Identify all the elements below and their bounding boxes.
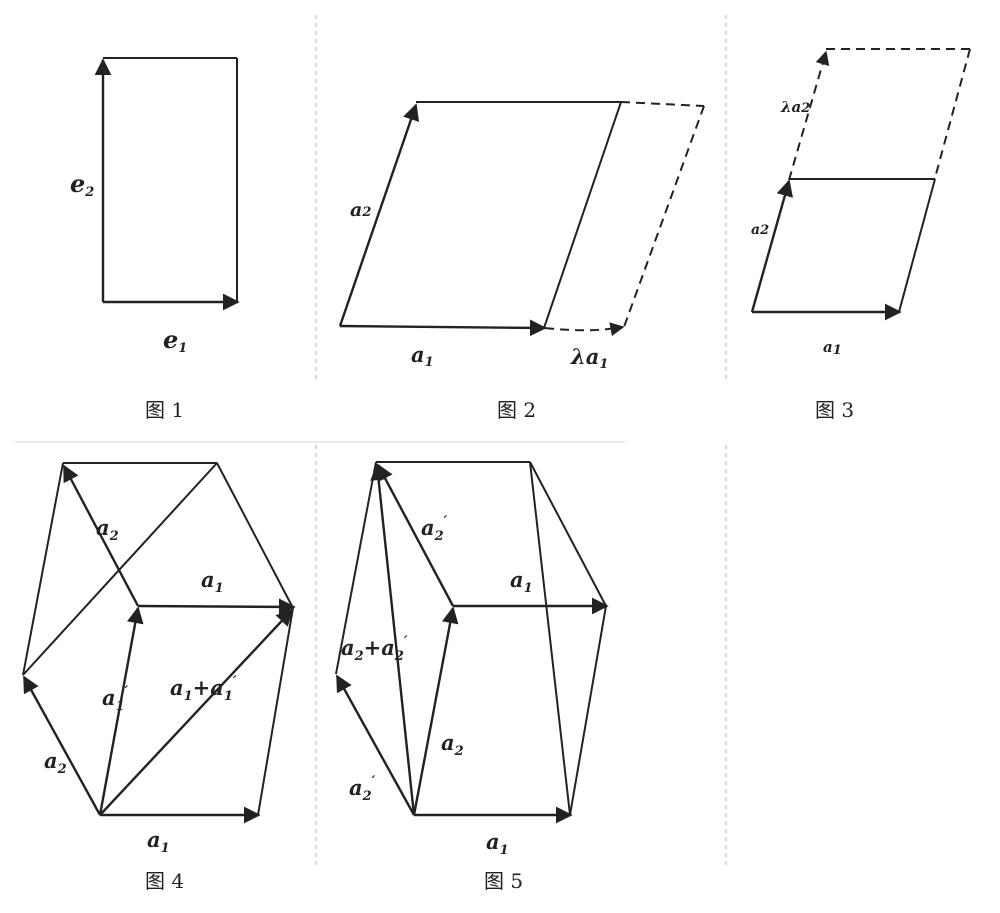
fig5-a2prime-top-label: a2′ <box>421 514 448 544</box>
fig4-diagonal <box>22 462 218 676</box>
fig4-a1prime-label: a1′ <box>102 684 129 714</box>
fig1-e2-label: e2 <box>70 169 94 200</box>
fig2-dashed-right <box>623 105 705 328</box>
figure-5: a2′ a1 a2+a2′ a2 a2′ a1 图 5 <box>335 461 609 893</box>
fig2-dashed-top <box>620 101 705 107</box>
fig4-caption: 图 4 <box>145 869 184 893</box>
fig4-a2-top-vector <box>62 464 140 607</box>
fig5-left-upper-edge <box>335 461 377 675</box>
fig2-a1-vector <box>339 319 547 337</box>
fig5-caption: 图 5 <box>484 869 523 893</box>
fig4-a2-left-label: a2 <box>44 748 67 777</box>
figure-2: a2 a1 λa1 图 2 <box>338 101 705 422</box>
fig3-la2-vector <box>788 50 830 181</box>
fig5-upper-right-edge <box>529 461 607 607</box>
fig5-sum-vector <box>370 463 416 816</box>
fig4-left-upper-edge <box>22 462 64 676</box>
fig4-a2-left-vector <box>22 675 102 816</box>
fig4-a1-bot-label: a1 <box>147 827 170 856</box>
figure-1: e2 e1 图 1 <box>70 57 240 422</box>
fig2-caption: 图 2 <box>497 398 536 422</box>
fig4-sum-label: a1+a1′ <box>170 674 237 704</box>
fig1-e1-label: e1 <box>163 325 187 356</box>
fig5-right-edge <box>569 605 607 816</box>
fig5-a2-mid-vector <box>412 606 459 816</box>
fig2-a2-label: a2 <box>350 199 371 221</box>
fig3-right-edge <box>898 178 936 313</box>
fig5-a2-mid-label: a2 <box>441 730 464 759</box>
fig2-a1-label: a1 <box>411 342 434 370</box>
fig2-la1-label: λa1 <box>570 344 608 372</box>
fig4-a1-mid-label: a1 <box>201 567 224 596</box>
fig5-a2prime-left-vector <box>335 674 416 816</box>
fig3-a2-vector <box>750 179 793 313</box>
fig4-a1prime-vector <box>98 606 144 816</box>
fig2-a2-vector <box>338 103 420 327</box>
fig2-la1-vector <box>544 322 625 337</box>
fig4-sum-vector <box>99 608 294 816</box>
fig5-a1-mid-label: a1 <box>510 567 533 596</box>
fig1-caption: 图 1 <box>145 398 184 422</box>
fig3-a1-label: a1 <box>823 338 842 358</box>
fig2-inner-edge <box>543 101 622 329</box>
fig4-a2-top-label: a2 <box>96 515 119 544</box>
fig5-a1-bot-label: a1 <box>486 829 509 858</box>
figure-3: λa2 a2 a1 图 3 <box>750 48 971 422</box>
fig4-upper-right-edge <box>216 462 294 609</box>
fig5-a2prime-top-vector <box>376 463 455 607</box>
fig5-sum-label: a2+a2′ <box>341 634 408 664</box>
fig3-dashed-right <box>934 48 971 179</box>
fig5-long-edge <box>529 461 571 816</box>
fig4-right-edge <box>257 607 294 816</box>
figure-4: a2 a1 a1′ a1+a1′ a2 a1 图 4 <box>22 462 296 893</box>
fig3-caption: 图 3 <box>815 398 854 422</box>
fig5-a2prime-left-label: a2′ <box>349 774 376 804</box>
fig4-a1-mid-vector <box>137 598 296 616</box>
fig3-la2-label: λa2 <box>780 98 810 116</box>
fig3-a2-label: a2 <box>751 222 769 238</box>
